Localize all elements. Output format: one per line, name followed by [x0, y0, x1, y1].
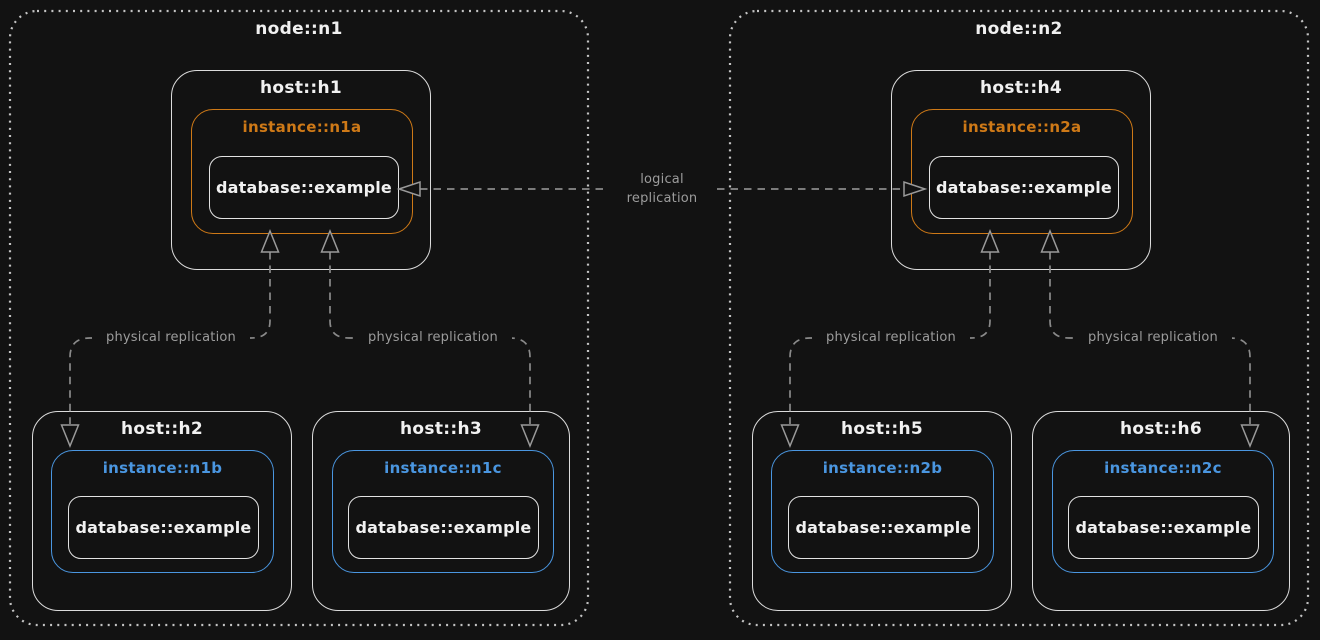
- host-h3-box: host::h3 instance::n1c database::example: [312, 411, 570, 611]
- host-h5-box: host::h5 instance::n2b database::example: [752, 411, 1012, 611]
- host-h6-label: host::h6: [1120, 419, 1202, 439]
- database-n1c-label: database::example: [355, 518, 532, 537]
- instance-n1b-label: instance::n1b: [102, 459, 223, 477]
- instance-n1c-box: instance::n1c database::example: [332, 450, 554, 573]
- host-h2-label: host::h2: [121, 419, 203, 439]
- node-n1-label: node::n1: [255, 19, 343, 39]
- instance-n1a-label: instance::n1a: [242, 118, 362, 136]
- database-n1b-box: database::example: [68, 496, 259, 559]
- database-n2a-box: database::example: [929, 156, 1119, 219]
- instance-n1c-label: instance::n1c: [384, 459, 502, 477]
- host-h4-label: host::h4: [980, 78, 1062, 98]
- host-h5-label: host::h5: [841, 419, 923, 439]
- instance-n2c-box: instance::n2c database::example: [1052, 450, 1274, 573]
- instance-n2a-label: instance::n2a: [962, 118, 1082, 136]
- database-n2a-label: database::example: [936, 178, 1112, 197]
- database-n2c-label: database::example: [1075, 518, 1252, 537]
- host-h6-box: host::h6 instance::n2c database::example: [1032, 411, 1290, 611]
- database-n1a-label: database::example: [216, 178, 392, 197]
- edge-label-logical-line2: replication: [626, 191, 698, 206]
- edge-label-physical-1: physical replication: [92, 329, 250, 347]
- database-n1a-box: database::example: [209, 156, 399, 219]
- database-n2c-box: database::example: [1068, 496, 1259, 559]
- database-n2b-label: database::example: [795, 518, 972, 537]
- database-n2b-box: database::example: [788, 496, 979, 559]
- edge-label-physical-4: physical replication: [1074, 329, 1232, 347]
- instance-n1a-box: instance::n1a database::example: [191, 109, 413, 234]
- database-n1b-label: database::example: [75, 518, 252, 537]
- instance-n2b-label: instance::n2b: [822, 459, 943, 477]
- host-h1-box: host::h1 instance::n1a database::example: [171, 70, 431, 270]
- host-h3-label: host::h3: [400, 419, 482, 439]
- instance-n1b-box: instance::n1b database::example: [51, 450, 274, 573]
- host-h4-box: host::h4 instance::n2a database::example: [891, 70, 1151, 270]
- host-h2-box: host::h2 instance::n1b database::example: [32, 411, 292, 611]
- host-h1-label: host::h1: [260, 78, 342, 98]
- database-n1c-box: database::example: [348, 496, 539, 559]
- edge-label-physical-2: physical replication: [354, 329, 512, 347]
- node-n2-label: node::n2: [975, 19, 1063, 39]
- edge-label-logical: logical replication: [608, 169, 716, 209]
- instance-n2b-box: instance::n2b database::example: [771, 450, 994, 573]
- instance-n2c-label: instance::n2c: [1104, 459, 1222, 477]
- edge-label-logical-line1: logical: [640, 172, 684, 187]
- edge-label-physical-3: physical replication: [812, 329, 970, 347]
- instance-n2a-box: instance::n2a database::example: [911, 109, 1133, 234]
